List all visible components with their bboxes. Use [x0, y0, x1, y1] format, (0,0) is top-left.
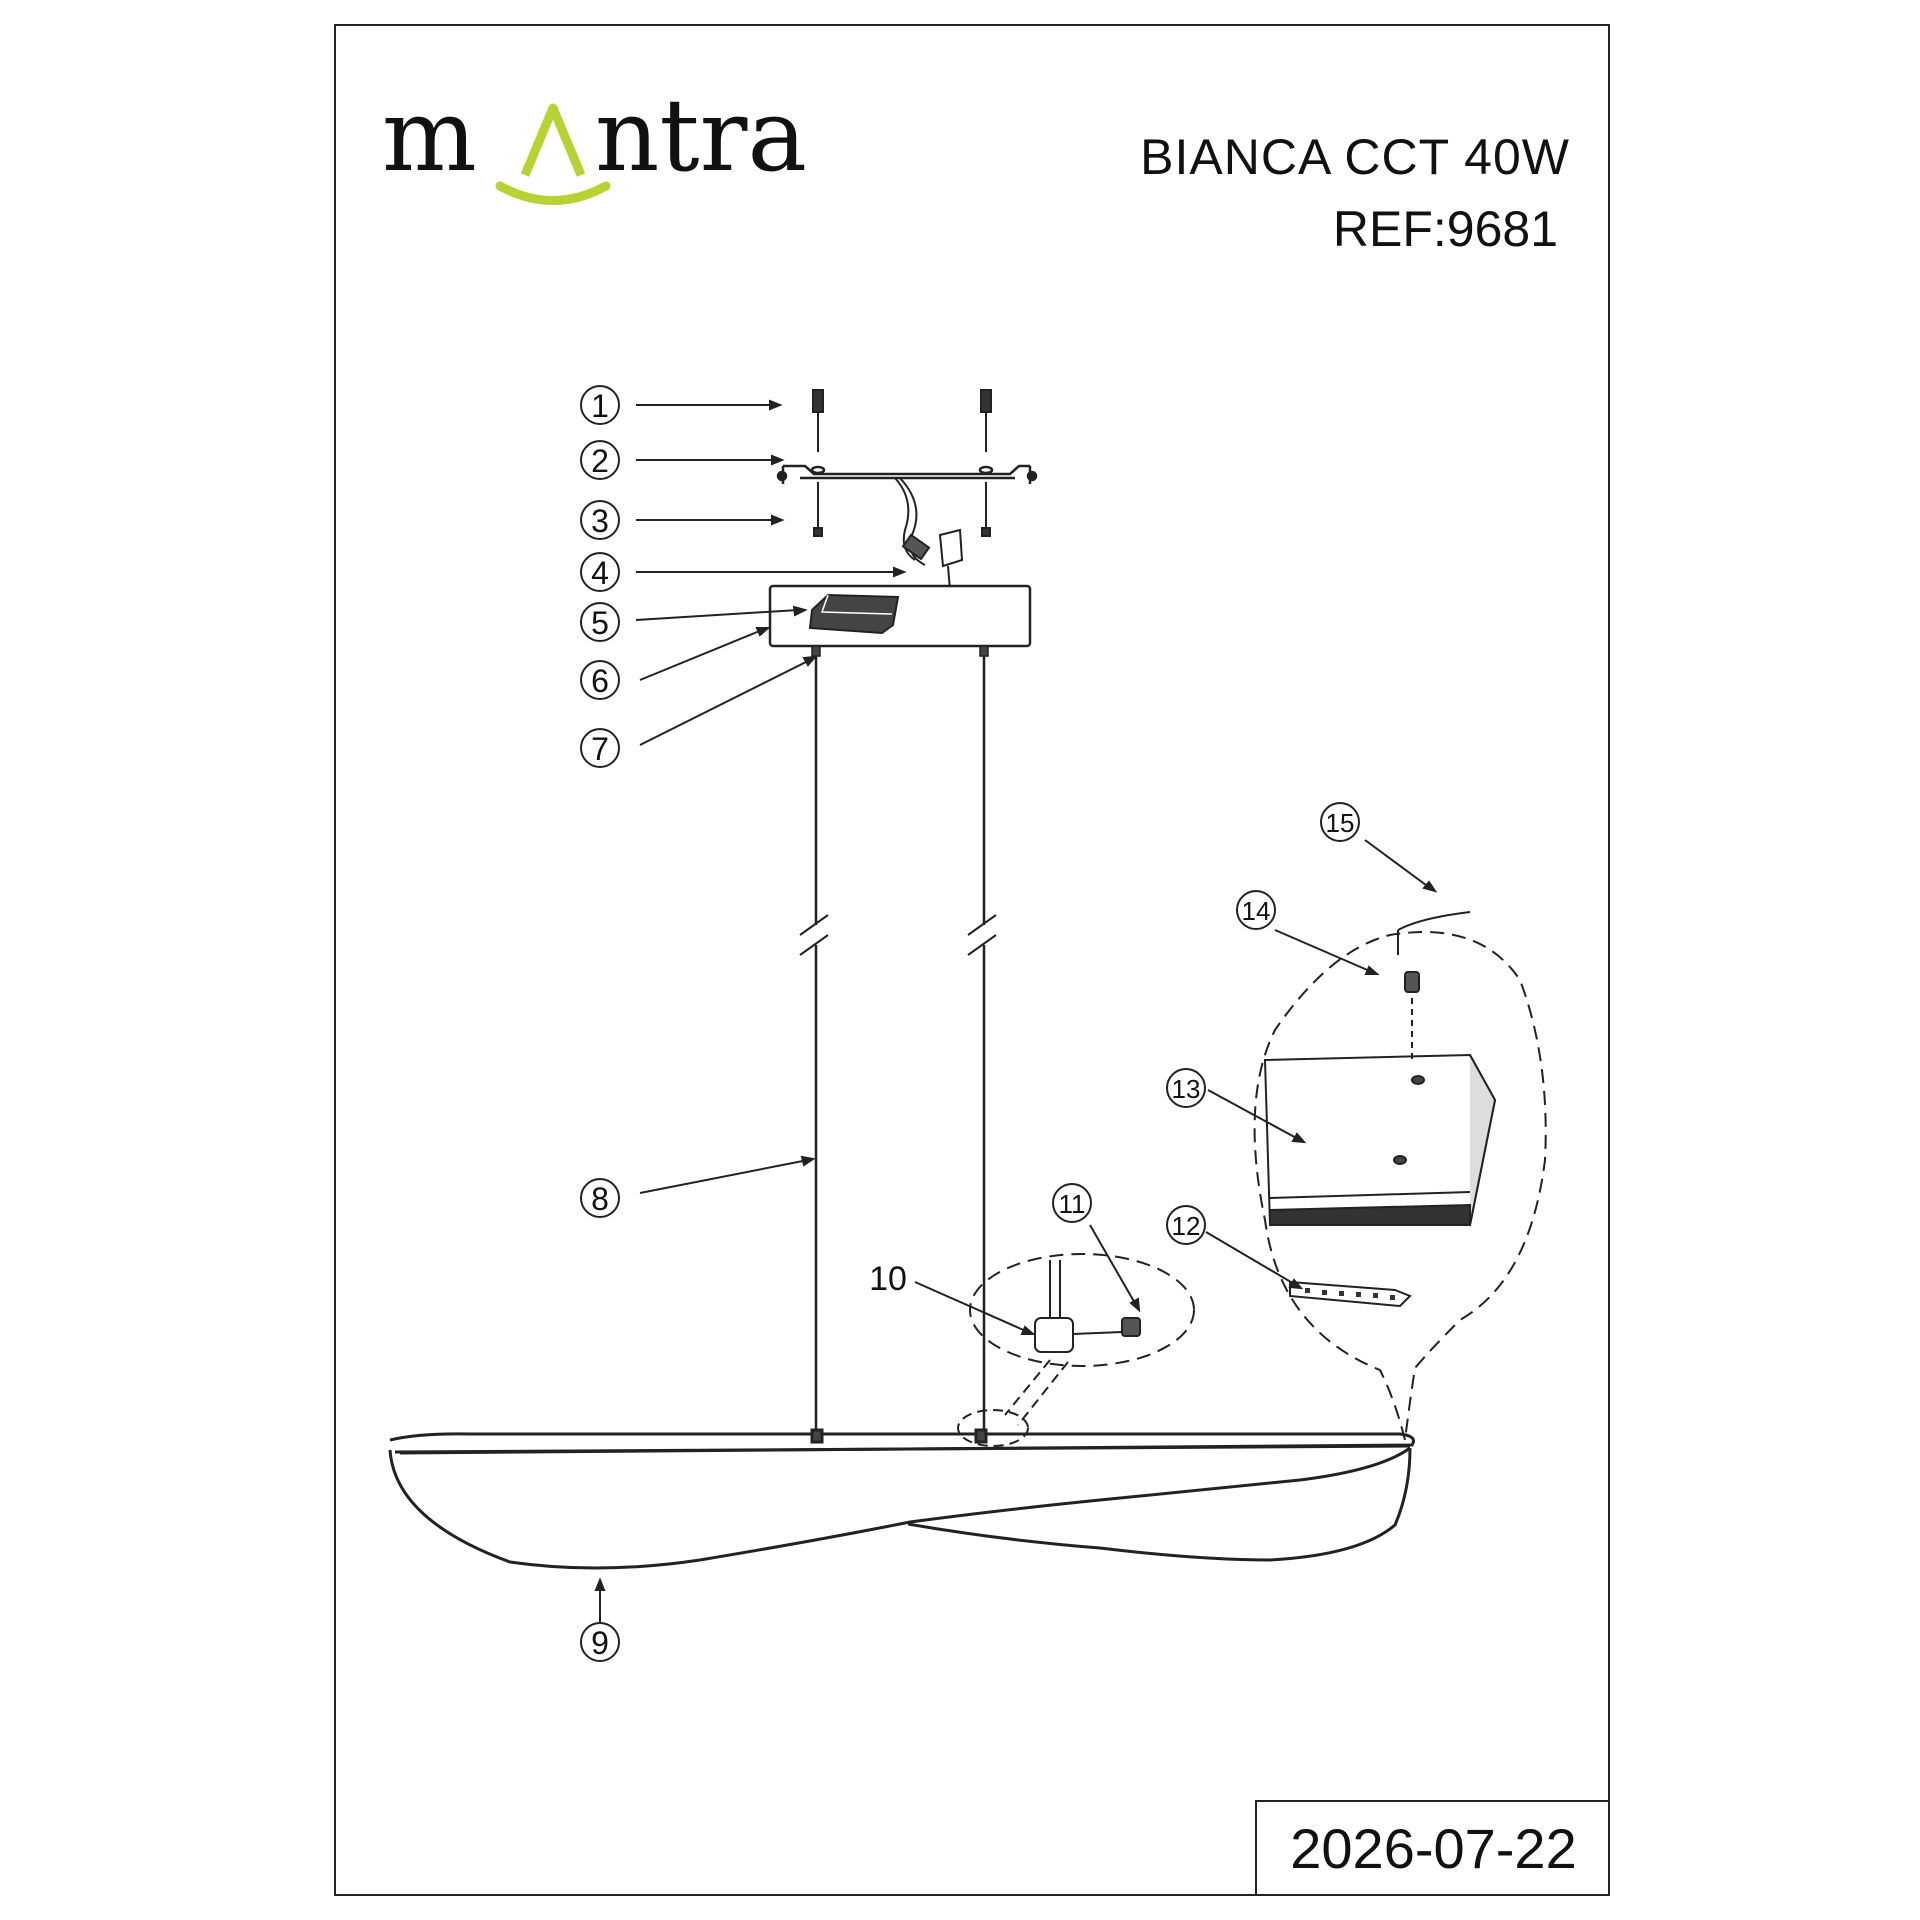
- cable-grips: [811, 645, 989, 657]
- callout-7: [580, 728, 620, 768]
- part-number-11: 11: [1059, 1189, 1086, 1219]
- led-driver: [808, 593, 900, 635]
- part-number-15: 15: [1326, 808, 1355, 838]
- part-number-7: 7: [591, 731, 609, 767]
- leader-lines: [594, 399, 1438, 1622]
- callout-numbers: 1 2 3 4 5 6 7 8 9 10 11 12 13 14 15: [591, 388, 1354, 1661]
- callout-12: [1166, 1205, 1206, 1245]
- part-number-6: 6: [591, 663, 609, 699]
- part-number-14: 14: [1242, 896, 1271, 926]
- callout-4: [580, 552, 620, 592]
- drawing-frame: [334, 24, 1610, 1896]
- part-number-9: 9: [591, 1625, 609, 1661]
- part-number-10: 10: [869, 1260, 907, 1298]
- part-number-5: 5: [591, 605, 609, 641]
- part-number-3: 3: [591, 503, 609, 539]
- part-number-12: 12: [1172, 1211, 1201, 1241]
- cable-fixing-detail: [957, 1253, 1195, 1447]
- callout-13: [1166, 1068, 1206, 1108]
- callout-3: [580, 500, 620, 540]
- callout-1: [580, 385, 620, 425]
- part-number-13: 13: [1172, 1074, 1201, 1104]
- bracket-screws: [813, 482, 991, 537]
- canopy: [768, 584, 1032, 648]
- part-number-4: 4: [591, 555, 609, 591]
- logo-text-left: m: [382, 77, 477, 194]
- callout-15: [1320, 802, 1360, 842]
- part-number-1: 1: [591, 388, 609, 424]
- end-cap-detail: [1253, 911, 1547, 1441]
- callout-14: [1236, 890, 1276, 930]
- document-date: 2026-07-22: [1290, 1817, 1577, 1880]
- part-number-8: 8: [591, 1181, 609, 1217]
- callout-5: [580, 602, 620, 642]
- suspension-cables: [799, 656, 997, 1435]
- wiring-connector: [894, 477, 964, 591]
- logo-caret-icon: [520, 103, 586, 177]
- callout-2: [580, 440, 620, 480]
- callout-8: [580, 1178, 620, 1218]
- callouts: [580, 385, 1360, 1662]
- date-box: 2026-07-22: [1255, 1800, 1610, 1896]
- mantra-logo: m ntra: [382, 77, 807, 205]
- product-title: BIANCA CCT 40W: [1140, 129, 1570, 185]
- logo-text-right: ntra: [595, 77, 807, 194]
- lamp-body: [388, 1428, 1415, 1570]
- part-number-2: 2: [591, 443, 609, 479]
- ceiling-screws: [812, 389, 992, 452]
- logo-smile-icon: [495, 181, 611, 205]
- mounting-bracket: [776, 464, 1038, 484]
- callout-11: [1052, 1183, 1092, 1223]
- callout-6: [580, 660, 620, 700]
- callout-9: [580, 1622, 620, 1662]
- product-reference: REF:9681: [1332, 201, 1558, 257]
